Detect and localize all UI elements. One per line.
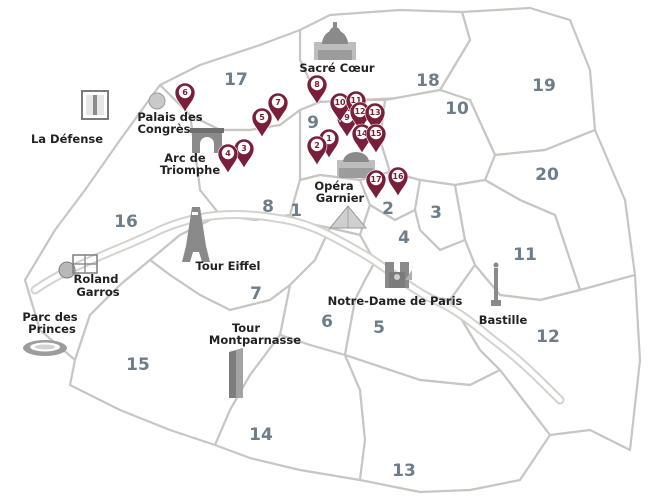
location-pin-13[interactable]: 13 [364,102,386,133]
location-pin-17[interactable]: 17 [365,169,387,200]
location-pin-3[interactable]: 3 [233,138,255,169]
district-shapes [23,6,642,494]
district-number-18: 18 [416,71,440,91]
notre-dame-icon [385,262,412,288]
location-pin-6[interactable]: 6 [174,82,196,113]
location-pin-2[interactable]: 2 [306,135,328,166]
svg-text:6: 6 [182,88,188,97]
district-number-4: 4 [398,228,410,248]
landmark-labels: Sacré Cœur Palais des Congrès La Défense… [22,61,527,347]
bastille-label: Bastille [479,313,528,327]
svg-text:5: 5 [259,113,265,122]
location-pin-15[interactable]: 15 [365,123,387,154]
location-markers[interactable]: 1 2 3 4 5 6 7 [174,74,409,200]
arc-triomphe-label: Arc de Triomphe [160,151,220,177]
district-number-11: 11 [513,245,537,265]
svg-text:3: 3 [241,144,247,153]
district-number-1: 1 [290,201,302,221]
district-numbers: 1 2 3 4 5 6 7 8 9 10 11 12 13 14 15 16 1… [114,70,560,481]
sacre-coeur-label: Sacré Cœur [299,61,375,75]
roland-garros-label: Roland Garros [74,272,123,299]
district-number-5: 5 [373,318,385,338]
tour-montparnasse-label: Tour Montparnasse [209,321,301,347]
seine-river [30,209,565,405]
sacre-coeur-icon [314,22,356,60]
parc-princes-icon [23,340,67,356]
location-pin-4[interactable]: 4 [217,143,239,174]
district-13-shape [343,353,552,494]
svg-text:14: 14 [356,129,368,138]
tour-eiffel-label: Tour Eiffel [196,259,261,273]
svg-text:15: 15 [370,129,382,138]
palais-congres-icon [148,92,166,110]
location-pin-12[interactable]: 12 [349,101,371,132]
district-number-20: 20 [535,165,559,185]
svg-text:16: 16 [392,172,404,181]
roland-garros-icon [58,254,98,279]
la-defense-icon [81,90,109,120]
district-number-19: 19 [532,76,556,96]
svg-text:17: 17 [370,175,381,184]
district-number-3: 3 [430,203,442,223]
district-number-8: 8 [262,197,274,217]
district-number-10: 10 [445,99,469,119]
district-15-shape [68,258,292,447]
district-number-15: 15 [126,355,150,375]
location-pin-5[interactable]: 5 [251,107,273,138]
district-number-6: 6 [321,312,333,332]
svg-text:2: 2 [314,141,320,150]
louvre-pyramid-icon [328,205,368,229]
district-number-12: 12 [536,327,560,347]
svg-text:7: 7 [275,98,281,107]
palais-congres-label: Palais des Congrès [137,110,206,136]
tour-montparnasse-icon [229,348,243,398]
bastille-column-icon [491,262,501,306]
district-number-2: 2 [382,199,394,219]
district-number-7: 7 [250,284,262,304]
district-number-16: 16 [114,212,138,232]
location-pin-8[interactable]: 8 [306,74,328,105]
district-number-17: 17 [224,70,248,90]
eiffel-tower-icon [182,207,210,262]
district-number-13: 13 [392,461,416,481]
opera-garnier-icon [337,152,375,178]
opera-garnier-label: Opéra Garnier [314,179,364,205]
notre-dame-label: Notre-Dame de Paris [328,294,463,308]
landmark-icons [23,22,501,398]
arc-triomphe-icon [190,128,224,153]
la-defense-label: La Défense [31,132,103,146]
svg-text:13: 13 [369,108,380,117]
district-number-9: 9 [307,113,319,133]
svg-text:11: 11 [350,96,362,105]
parc-princes-label: Parc des Princes [22,310,81,336]
svg-text:4: 4 [225,149,231,158]
svg-text:12: 12 [354,107,365,116]
location-pin-16[interactable]: 16 [387,166,409,197]
location-pin-7[interactable]: 7 [267,92,289,123]
svg-text:8: 8 [314,80,320,89]
location-pin-10[interactable]: 10 [329,92,351,123]
svg-text:9: 9 [344,113,350,122]
district-number-14: 14 [249,425,273,445]
svg-text:10: 10 [334,98,346,107]
svg-text:1: 1 [326,134,332,143]
